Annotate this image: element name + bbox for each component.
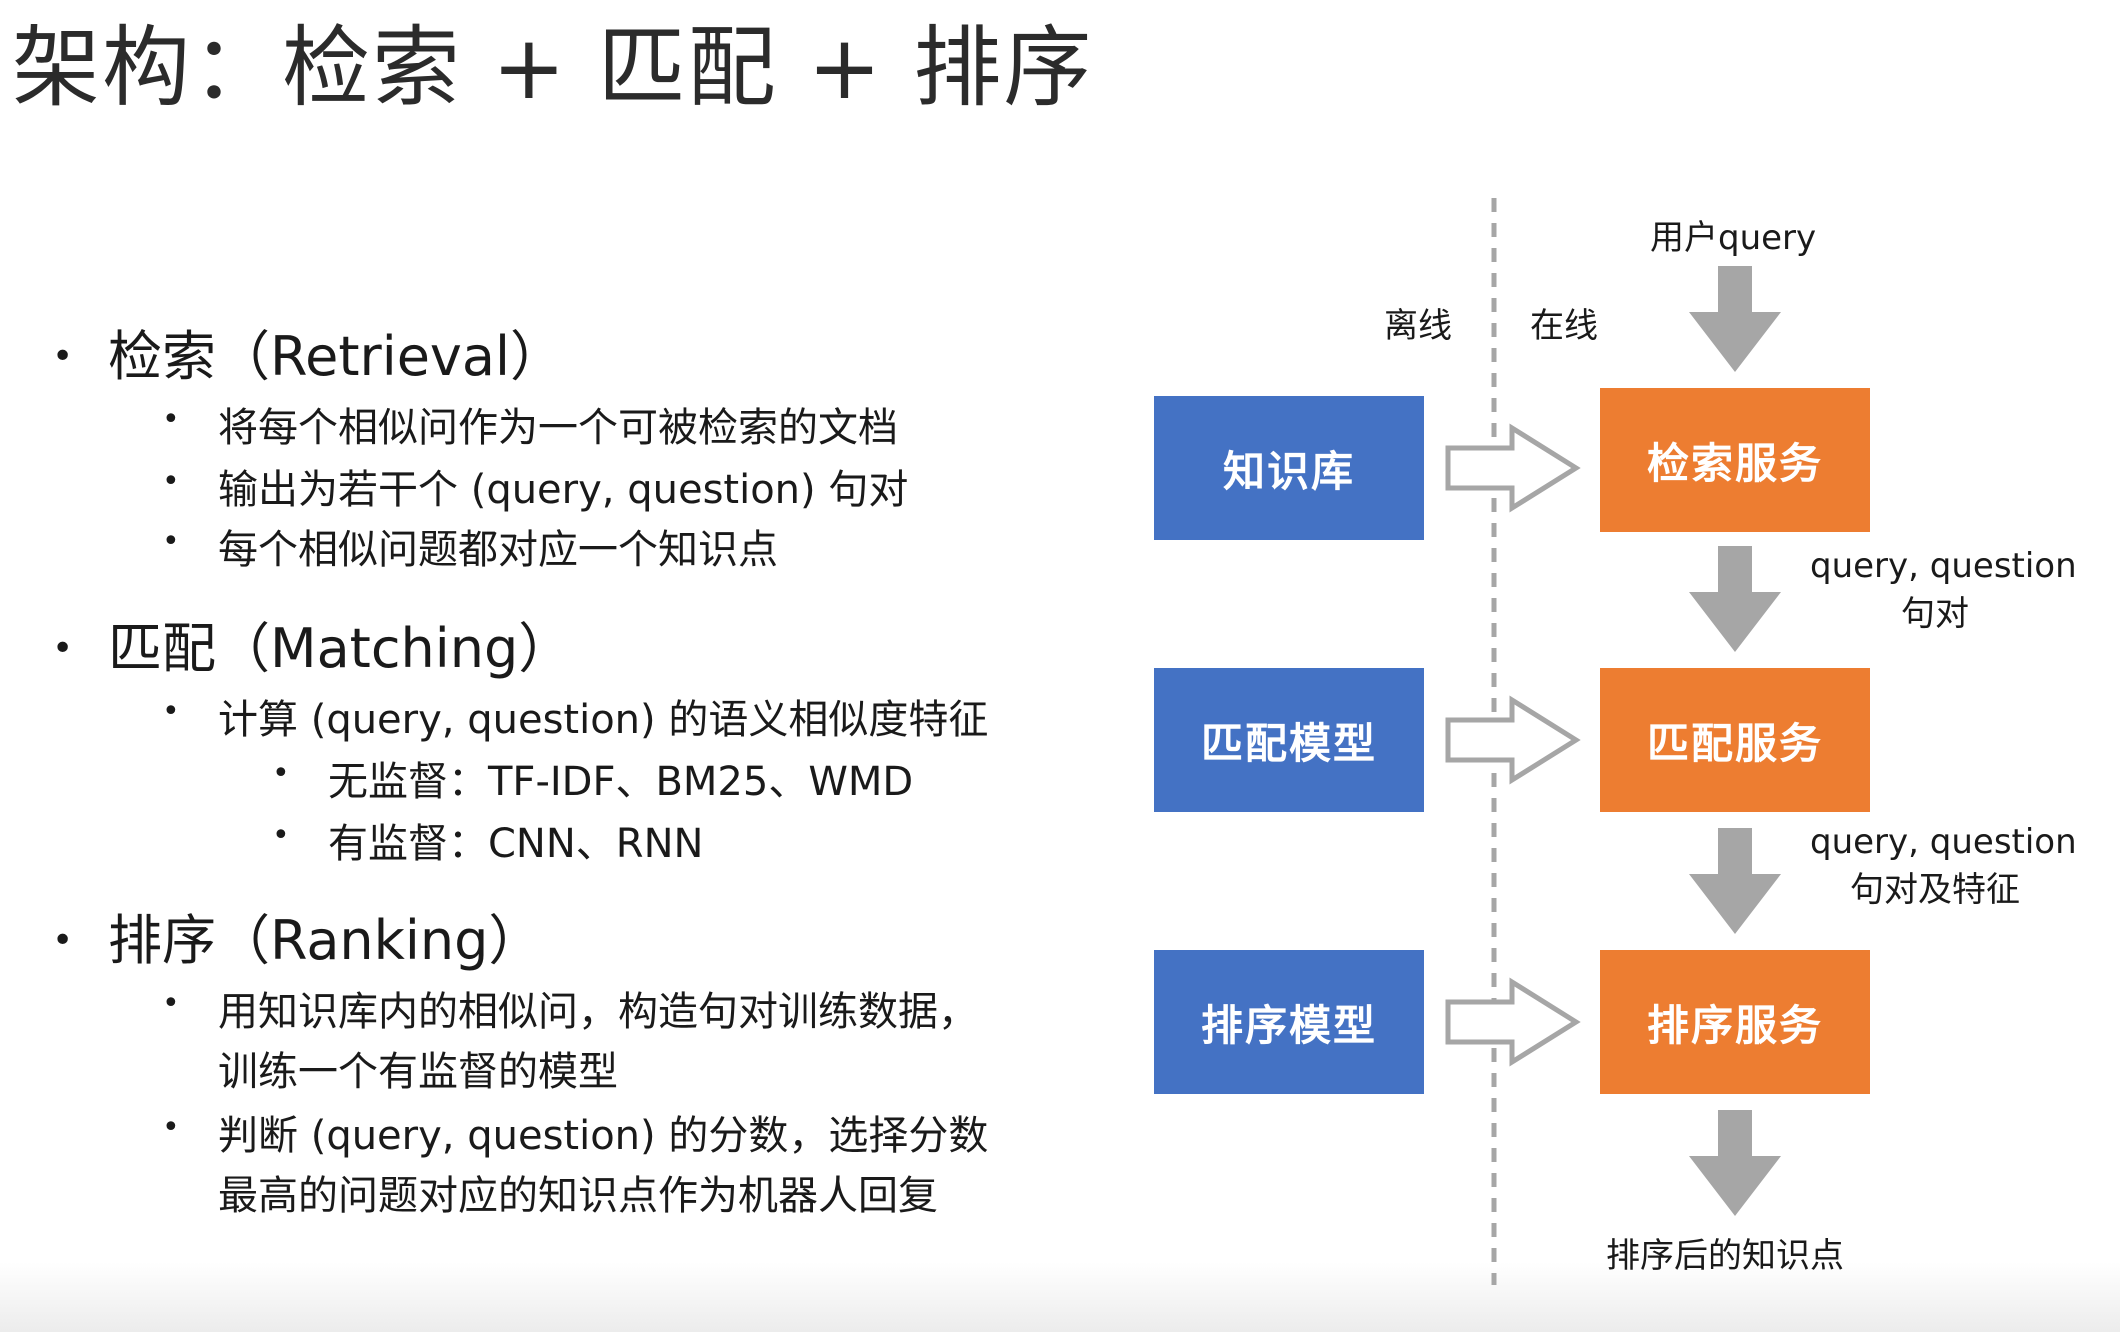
bullet-dot: •: [52, 336, 74, 377]
edge-label-line: 句对及特征: [1850, 870, 2020, 910]
bullet-dot: •: [162, 694, 180, 729]
bullet-dot: •: [162, 402, 180, 437]
outline-item-continuation: 最高的问题对应的知识点作为机器人回复: [218, 1173, 938, 1219]
bullet-dot: •: [52, 628, 74, 669]
right-arrow-model-to-matching: [1445, 695, 1581, 785]
bullet-dot: •: [162, 524, 180, 559]
section-heading-retrieval: 检索（Retrieval）: [108, 325, 564, 388]
online-label: 在线: [1530, 306, 1598, 346]
edge-label-line: 句对: [1901, 594, 1969, 634]
outline-item: 计算 (query, question) 的语义相似度特征: [218, 697, 989, 743]
bullet-dot: •: [162, 1110, 180, 1145]
outline-item: 用知识库内的相似问，构造句对训练数据，: [218, 989, 978, 1035]
down-arrow-matching-to-ranking: [1689, 828, 1781, 934]
section-heading-ranking: 排序（Ranking）: [108, 909, 543, 972]
bottom-gradient: [0, 1262, 2120, 1332]
right-arrow-model-to-ranking: [1445, 977, 1581, 1067]
outline-item: 输出为若干个 (query, question) 句对: [218, 467, 909, 513]
edge-label-pairs: query, question 句对: [1810, 546, 2077, 635]
edge-label-pairs-features: query, question 句对及特征: [1810, 822, 2077, 911]
input-label: 用户query: [1650, 218, 1817, 258]
down-arrow-input: [1689, 266, 1781, 372]
output-label: 排序后的知识点: [1606, 1236, 1844, 1276]
outline-subitem: 有监督：CNN、RNN: [328, 821, 704, 867]
right-arrow-kb-to-retrieval: [1445, 423, 1581, 513]
bullet-dot: •: [162, 986, 180, 1021]
down-arrow-retrieval-to-matching: [1689, 546, 1781, 652]
bullet-dot: •: [272, 818, 290, 853]
online-box-retrieval-service: 检索服务: [1600, 388, 1870, 532]
right-arrows: [1445, 423, 1581, 1067]
offline-box-matching-model: 匹配模型: [1154, 668, 1424, 812]
outline-item-continuation: 训练一个有监督的模型: [218, 1049, 618, 1095]
edge-label-line: query, question: [1810, 822, 2077, 862]
bullet-dot: •: [272, 756, 290, 791]
online-box-matching-service: 匹配服务: [1600, 668, 1870, 812]
down-arrow-output: [1689, 1110, 1781, 1216]
section-heading-matching: 匹配（Matching）: [108, 617, 573, 680]
offline-box-ranking-model: 排序模型: [1154, 950, 1424, 1094]
outline-item: 将每个相似问作为一个可被检索的文档: [218, 405, 898, 451]
offline-box-knowledge-base: 知识库: [1154, 396, 1424, 540]
edge-label-line: query, question: [1810, 546, 2077, 586]
bullet-dot: •: [162, 464, 180, 499]
page-title: 架构：检索 + 匹配 + 排序: [12, 16, 1094, 119]
outline-item: 判断 (query, question) 的分数，选择分数: [218, 1113, 989, 1159]
outline-item: 每个相似问题都对应一个知识点: [218, 527, 778, 573]
offline-label: 离线: [1384, 306, 1452, 346]
online-box-ranking-service: 排序服务: [1600, 950, 1870, 1094]
bullet-dot: •: [52, 920, 74, 961]
down-arrows: [1689, 266, 1781, 1216]
outline-subitem: 无监督：TF-IDF、BM25、WMD: [328, 759, 914, 805]
